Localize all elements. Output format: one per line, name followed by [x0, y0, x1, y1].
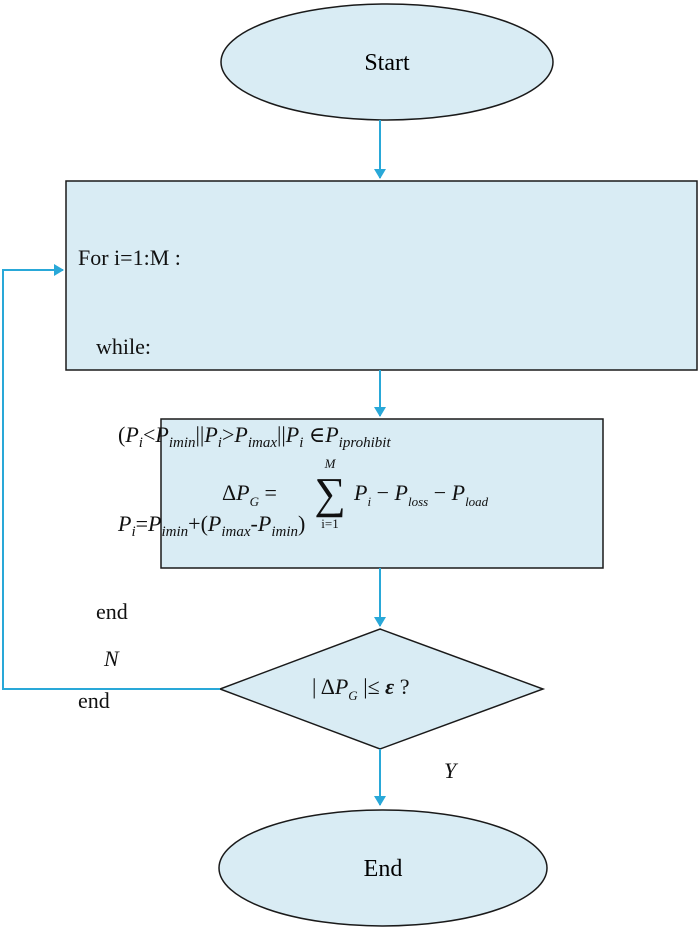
loop-line-2: while:: [96, 333, 151, 359]
end-label: End: [364, 856, 403, 882]
sigma-glyph: ∑: [314, 469, 346, 518]
arrow-decision-loopback: [2, 264, 220, 690]
start-label: Start: [364, 50, 410, 76]
summation-symbol: M ∑ i=1: [310, 456, 350, 532]
loop-process-box: [65, 180, 698, 371]
loop-line-6: end: [78, 687, 110, 713]
loop-pseudocode: For i=1:M : while: (Pi<Pimin||Pi>Pimax||…: [78, 184, 391, 745]
decision-label: | ΔPG |≤ ε ?: [312, 674, 410, 703]
formula-rhs: Pi − Ploss − Pload: [354, 480, 489, 509]
loop-line-1: For i=1:M :: [78, 245, 181, 270]
sum-lower-limit: i=1: [321, 516, 339, 531]
loop-line-3: (Pi<Pimin||Pi>Pimax||Pi ∈Piprohibit: [118, 422, 391, 451]
sum-upper-limit: M: [324, 456, 336, 471]
loop-line-4: Pi=Pimin+(Pimax-Pimin): [118, 510, 306, 540]
loop-line-5: end: [96, 599, 128, 624]
start-terminal: [220, 3, 554, 121]
formula-process-box: [160, 418, 604, 569]
branch-yes-label: Y: [444, 758, 457, 783]
branch-no-label: N: [104, 646, 119, 671]
formula-lhs: ΔPG =: [222, 480, 277, 509]
end-terminal: [218, 809, 548, 927]
